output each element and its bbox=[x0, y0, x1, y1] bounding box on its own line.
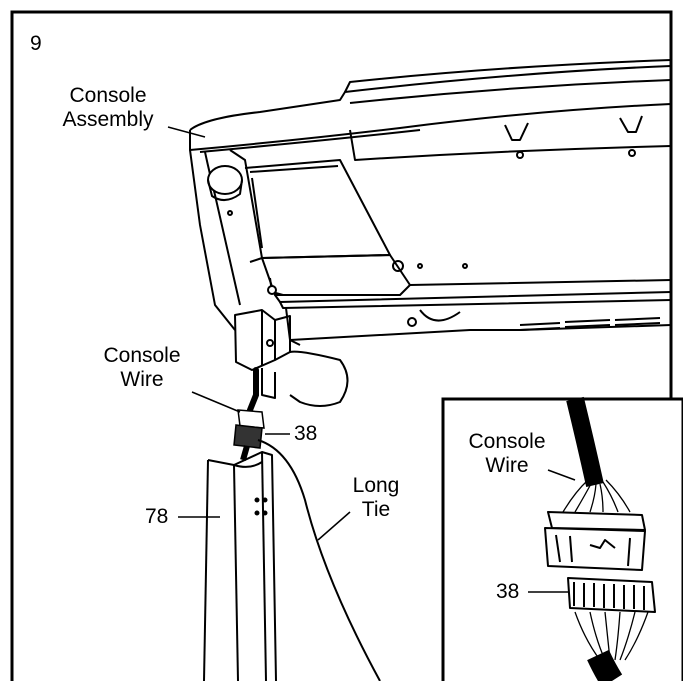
connector-38-label: 38 bbox=[294, 422, 318, 445]
console-assembly bbox=[189, 59, 672, 407]
inset-panel bbox=[441, 396, 683, 686]
console-assembly-label: Console Assembly bbox=[48, 84, 168, 132]
upright-78 bbox=[203, 451, 277, 682]
inset-console-wire-label-line2: Wire bbox=[485, 454, 529, 477]
lower-wire-bundle bbox=[240, 445, 250, 461]
console-wire-label-line2: Wire bbox=[120, 368, 164, 391]
inset-console-wire-label-line1: Console bbox=[468, 430, 546, 453]
step-number: 9 bbox=[30, 32, 42, 55]
connector-38 bbox=[233, 409, 265, 449]
inset-console-wire-label: Console Wire bbox=[452, 430, 562, 478]
leader-lines bbox=[167, 126, 351, 541]
console-wire-label-line1: Console bbox=[103, 344, 181, 367]
long-tie-label: Long Tie bbox=[346, 474, 406, 522]
console-assembly-label-line1: Console bbox=[69, 84, 147, 107]
long-tie bbox=[257, 439, 381, 682]
long-tie-label-line1: Long bbox=[352, 474, 400, 497]
upright-78-label: 78 bbox=[145, 505, 169, 528]
console-assembly-label-line2: Assembly bbox=[62, 108, 154, 131]
outer-frame bbox=[10, 10, 673, 681]
long-tie-label-line2: Tie bbox=[361, 498, 391, 521]
console-wire-label: Console Wire bbox=[92, 344, 192, 392]
inset-connector-38-label: 38 bbox=[496, 580, 520, 603]
